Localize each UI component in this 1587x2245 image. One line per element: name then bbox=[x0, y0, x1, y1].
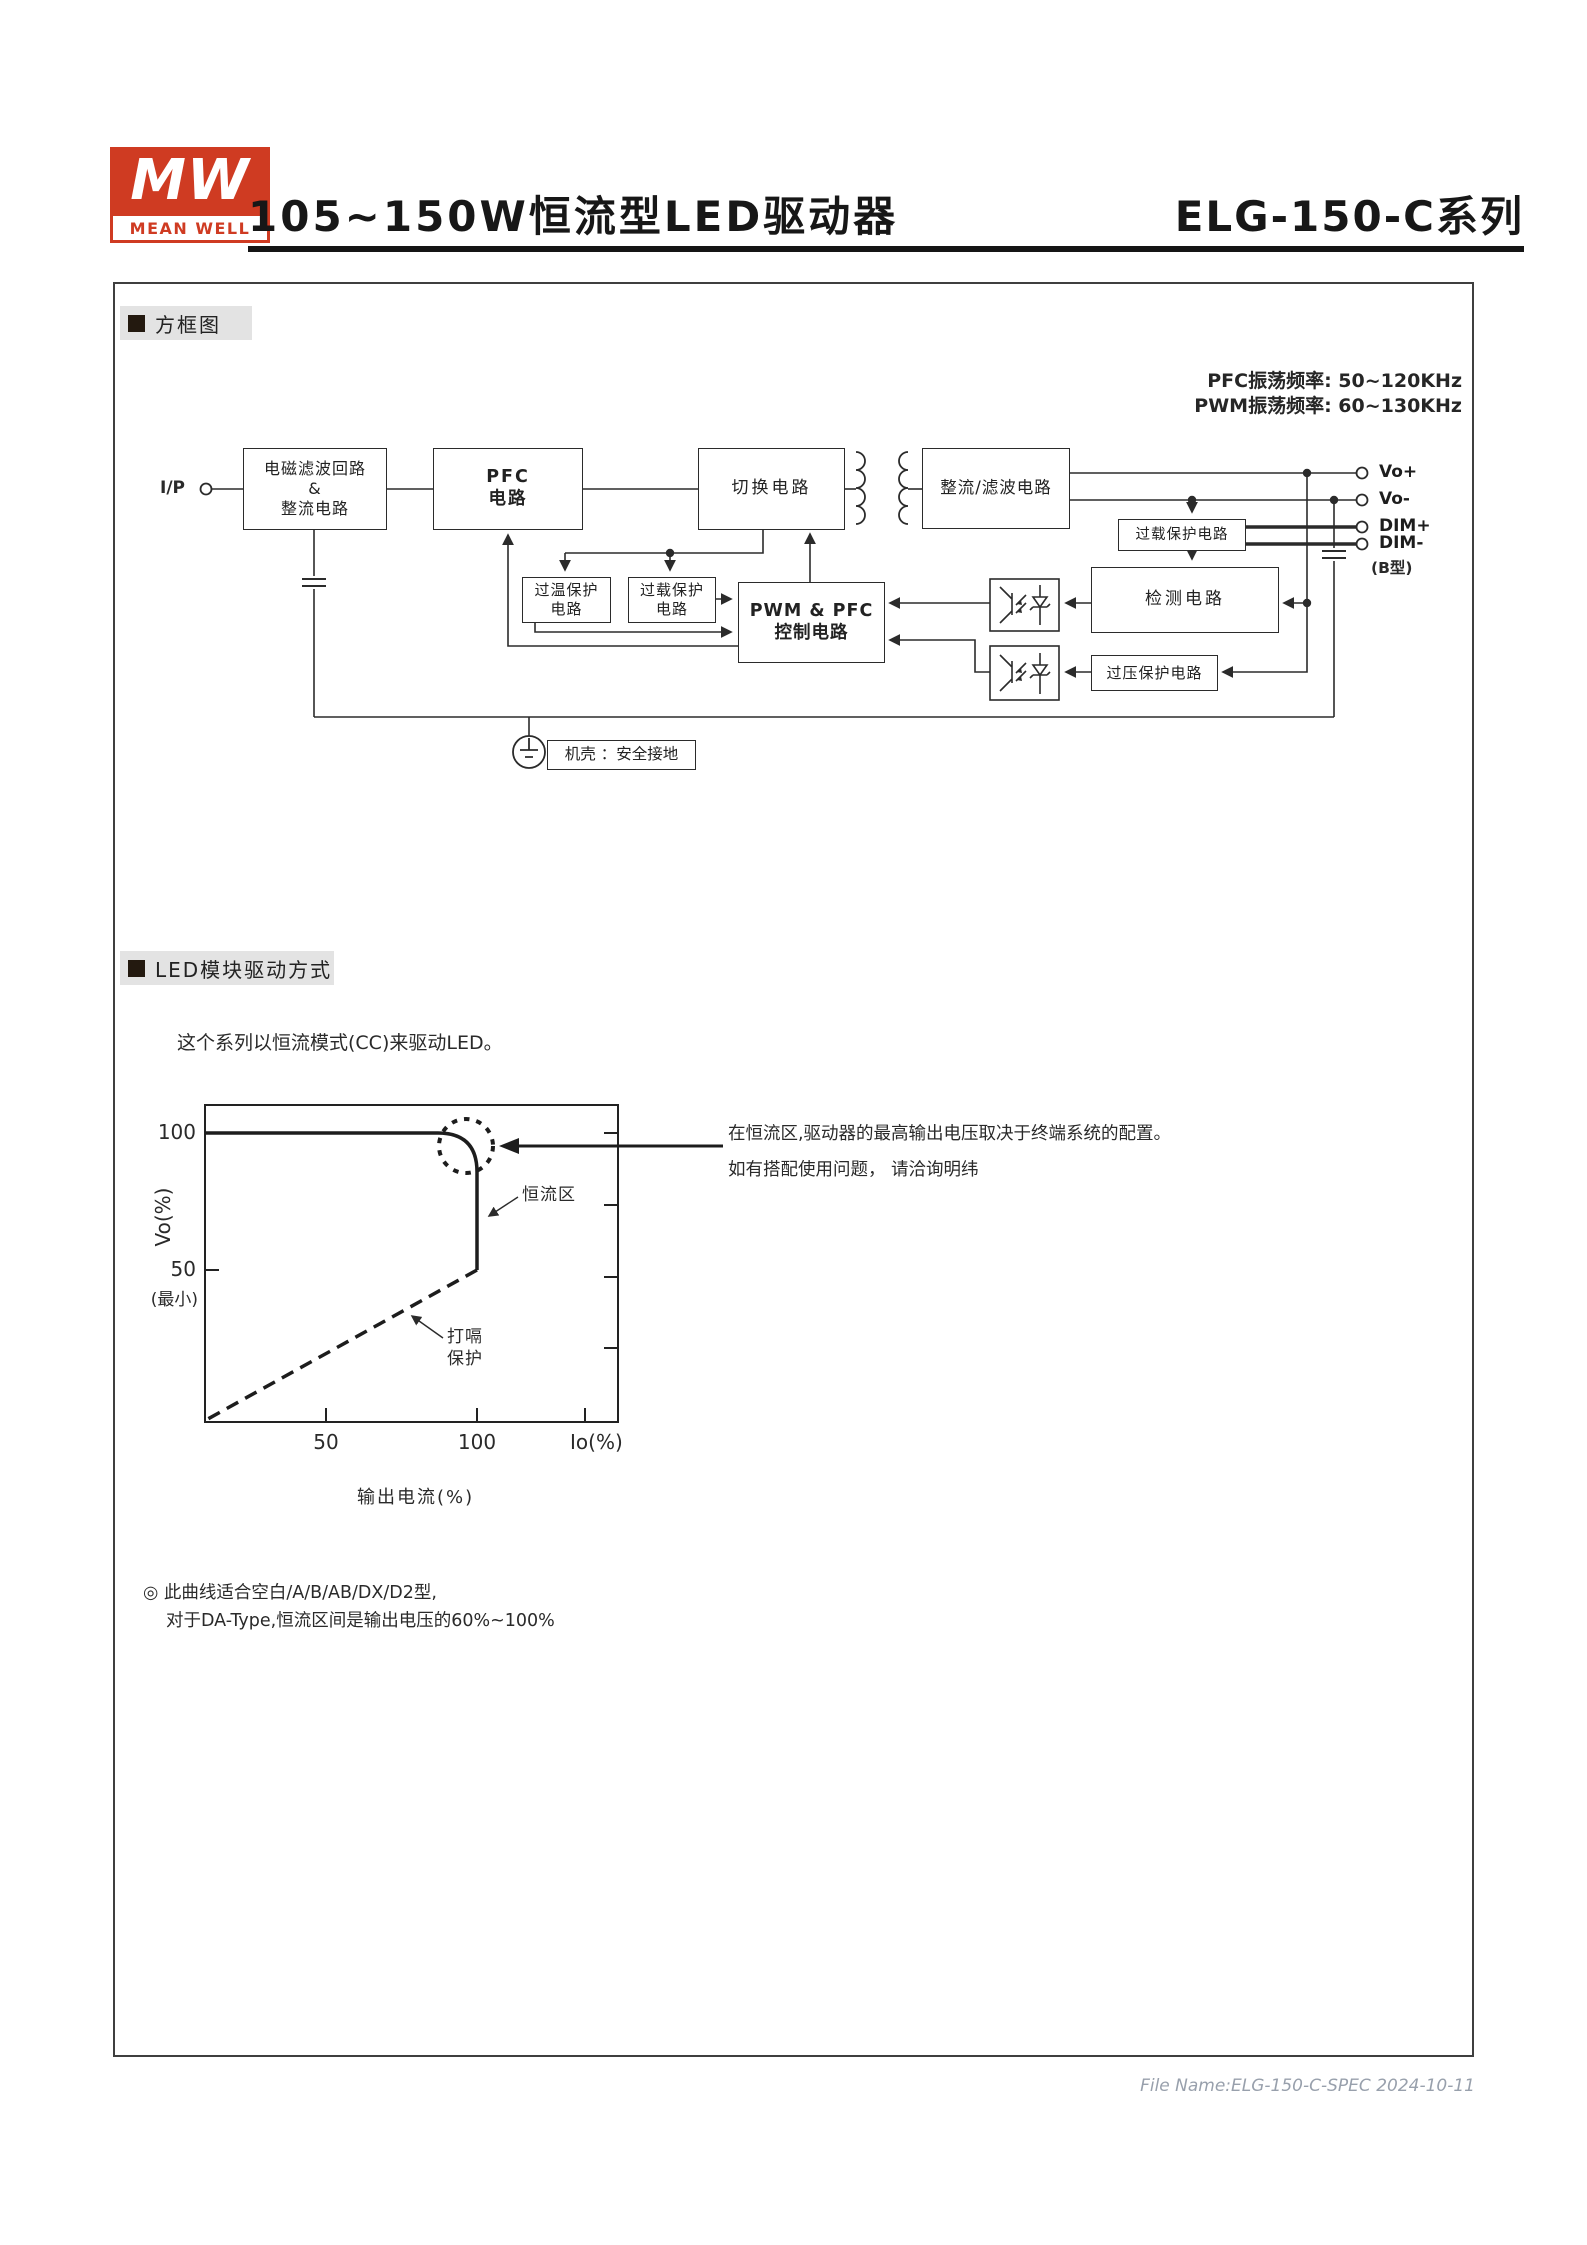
title-underline bbox=[248, 246, 1524, 252]
cc-curve-line bbox=[205, 1131, 479, 1270]
meanwell-logo-name: MEAN WELL bbox=[110, 213, 270, 243]
input-terminal-label: I/P bbox=[160, 478, 185, 498]
hiccup-dashed-line bbox=[205, 1268, 478, 1422]
block-rectifier-filter-circuit: 整流/滤波电路 bbox=[922, 448, 1070, 529]
section-bullet-icon bbox=[128, 314, 145, 332]
page-title: 105~150W恒流型LED驱动器 bbox=[248, 192, 899, 241]
logo-mw-mark: MW bbox=[130, 147, 250, 213]
junction-dots bbox=[665, 468, 1339, 608]
meanwell-logo-icon: MW bbox=[110, 147, 270, 213]
transformer-icon bbox=[855, 451, 909, 525]
note-pointer-arrow bbox=[499, 1138, 723, 1154]
block-overvoltage-protection: 过压保护电路 bbox=[1091, 655, 1218, 691]
section-bullet-icon bbox=[128, 959, 145, 977]
section-title: LED模块驱动方式 bbox=[155, 957, 333, 982]
block-switching-circuit: 切换电路 bbox=[698, 448, 845, 530]
capacitor-icon bbox=[1322, 550, 1346, 559]
cc-corner-dotted-circle bbox=[437, 1117, 495, 1175]
block-overload-protection-left: 过载保护 电路 bbox=[628, 577, 716, 623]
optocoupler-icon bbox=[989, 578, 1060, 632]
section-header-led-mode: LED模块驱动方式 bbox=[120, 951, 334, 985]
terminal-dim-plus-label: DIM+ bbox=[1379, 516, 1431, 536]
block-overload-protection-output: 过载保护电路 bbox=[1118, 519, 1246, 551]
y-axis-tick-100: 100 bbox=[157, 1120, 196, 1144]
pwm-frequency-note: PWM振荡频率: 60~130KHz bbox=[1194, 395, 1462, 417]
curve-footnote-line1: ◎ 此曲线适合空白/A/B/AB/DX/D2型, bbox=[143, 1583, 437, 1603]
terminal-circle bbox=[1355, 493, 1369, 507]
terminal-vo-plus-label: Vo+ bbox=[1379, 462, 1418, 482]
y-axis-min-note: (最小) bbox=[150, 1290, 198, 1310]
pfc-frequency-note: PFC振荡频率: 50~120KHz bbox=[1207, 370, 1462, 392]
chart-frame bbox=[204, 1104, 619, 1423]
terminal-circle bbox=[199, 482, 213, 496]
chassis-ground-label: 机壳 ：安全接地 bbox=[547, 740, 696, 770]
terminal-circle bbox=[1355, 466, 1369, 480]
block-over-temperature-protection: 过温保护 电路 bbox=[522, 577, 611, 623]
cc-region-note-line2: 如有搭配使用问题， 请洽询明纬 bbox=[728, 1160, 979, 1180]
cc-mode-intro-text: 这个系列以恒流模式(CC)来驱动LED。 bbox=[177, 1032, 503, 1054]
logo-name-text: MEAN WELL bbox=[129, 218, 251, 238]
diagram-wires bbox=[212, 472, 1356, 736]
annotation-arrows bbox=[410, 1196, 519, 1339]
terminal-vo-minus-label: Vo- bbox=[1379, 489, 1410, 509]
curve-footnote-line2: 对于DA-Type,恒流区间是输出电压的60%~100% bbox=[166, 1611, 555, 1631]
y-axis-tick-50: 50 bbox=[170, 1257, 196, 1281]
terminal-circle bbox=[1355, 520, 1369, 534]
x-axis-tick-100: 100 bbox=[457, 1430, 497, 1454]
optocoupler-icon bbox=[989, 645, 1060, 701]
section-title: 方框图 bbox=[155, 312, 221, 337]
section-header-block-diagram: 方框图 bbox=[120, 306, 252, 340]
chart-ticks bbox=[205, 1132, 618, 1422]
b-type-label: (B型) bbox=[1371, 559, 1413, 577]
terminal-circles bbox=[199, 466, 1369, 551]
series-name: ELG-150-C系列 bbox=[1174, 192, 1524, 241]
file-name-footer: File Name:ELG-150-C-SPEC 2024-10-11 bbox=[1140, 2076, 1475, 2096]
terminal-dim-minus-label: DIM- bbox=[1379, 533, 1424, 553]
x-axis-title: 输出电流(%) bbox=[357, 1487, 475, 1508]
hiccup-protection-annotation: 打嗝 保护 bbox=[447, 1327, 483, 1369]
earth-ground-icon bbox=[512, 735, 546, 769]
y-axis-label: Vo(%) bbox=[151, 1187, 175, 1247]
block-detection-circuit: 检测电路 bbox=[1091, 567, 1279, 633]
block-pfc-circuit: PFC 电路 bbox=[433, 448, 583, 530]
x-axis-unit-label: Io(%) bbox=[570, 1430, 623, 1454]
content-frame bbox=[113, 282, 1474, 2057]
x-axis-tick-50: 50 bbox=[313, 1430, 339, 1454]
cc-region-note-line1: 在恒流区,驱动器的最高输出电压取决于终端系统的配置。 bbox=[728, 1124, 1172, 1144]
block-emi-filter-rectifier: 电磁滤波回路 & 整流电路 bbox=[243, 448, 387, 530]
terminal-circle bbox=[1355, 537, 1369, 551]
capacitor-icon bbox=[302, 578, 326, 587]
block-pwm-pfc-control: PWM & PFC 控制电路 bbox=[738, 582, 885, 663]
cc-region-annotation: 恒流区 bbox=[522, 1185, 576, 1205]
